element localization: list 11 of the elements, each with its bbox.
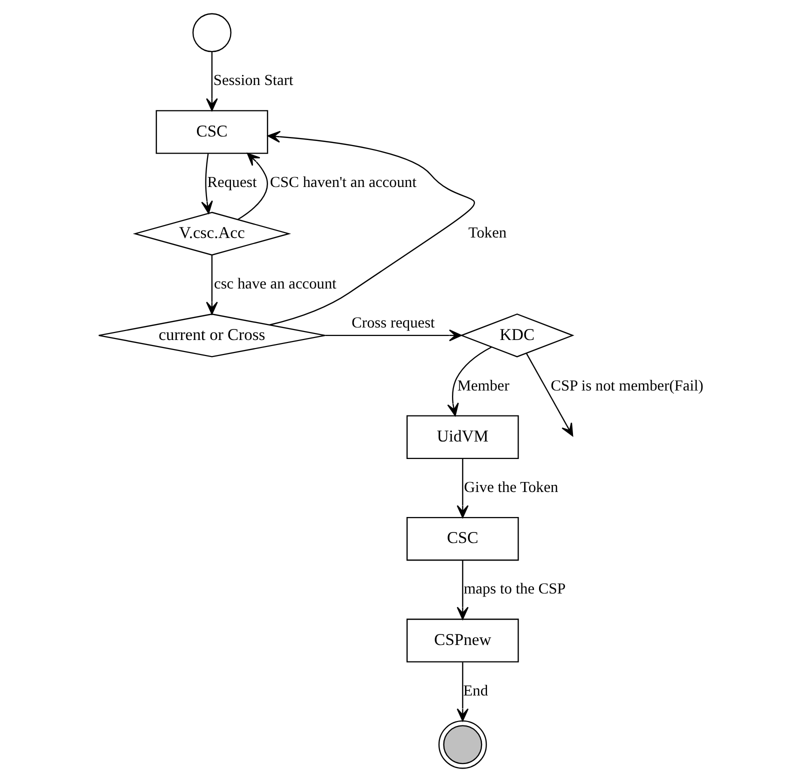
edge-label: Cross request: [351, 314, 434, 332]
edge-label: End: [462, 682, 488, 699]
edge-label: Token: [468, 224, 506, 242]
edge-label: Session Start: [212, 72, 293, 89]
edge-label: Request: [206, 173, 256, 190]
edge-label: Member: [456, 376, 509, 394]
edge-label: maps to the CSP: [463, 580, 566, 598]
edge-label: CSC haven't an account: [269, 173, 416, 190]
edge-label: csc have an account: [214, 275, 336, 292]
edge-label: Give the Token: [464, 478, 558, 496]
edge-label: CSP is not member(Fail): [550, 376, 703, 394]
